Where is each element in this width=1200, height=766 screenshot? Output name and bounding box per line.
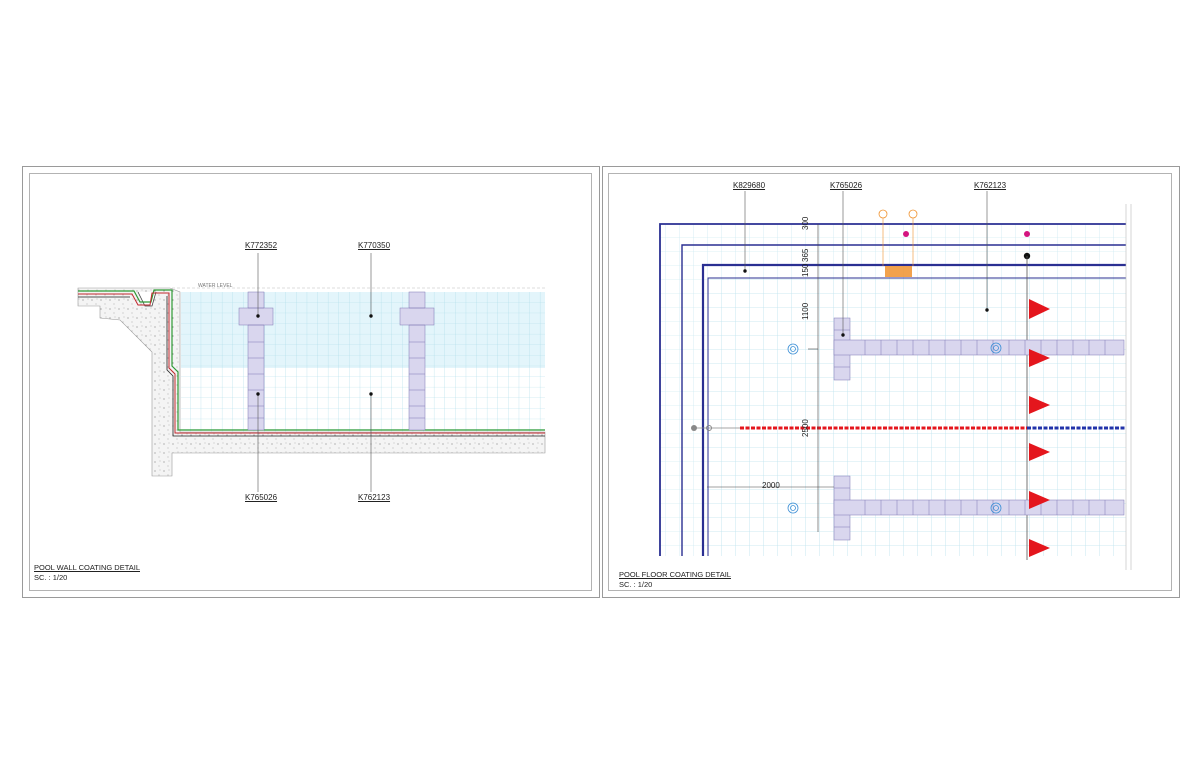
dimension-2000: 2000 [762, 481, 780, 490]
water-level-label: WATER LEVEL [198, 283, 233, 289]
drawing-scale: SC. : 1/20 [619, 580, 653, 589]
coating-red-line [78, 292, 545, 434]
magenta-marker [1024, 231, 1030, 237]
tile-column-right [399, 291, 435, 431]
wall-inlet-icon [908, 209, 918, 219]
dimension-300: 300 [801, 216, 810, 230]
dimension-2500: 2500 [801, 419, 810, 437]
callout-k765026: K765026 [245, 493, 278, 502]
callout-k765026: K765026 [830, 181, 863, 190]
lane-target-upper [833, 317, 1125, 381]
pool-wall-outlines [659, 223, 1126, 556]
dimension-150: 150 [801, 263, 810, 277]
wall-inlet-icon [878, 209, 888, 219]
callout-dot [985, 308, 989, 312]
callout-dot [743, 269, 747, 273]
callout-dot [841, 333, 845, 337]
callout-k762123: K762123 [974, 181, 1007, 190]
left-title-block: POOL WALL COATING DETAIL SC. : 1/20 [34, 563, 140, 583]
flag-markers [1029, 299, 1050, 557]
right-title-block: POOL FLOOR COATING DETAIL SC. : 1/20 [619, 570, 731, 590]
dimension-1100: 1100 [801, 302, 810, 320]
floor-drain-icon [787, 342, 1002, 514]
right-sheet-frame [608, 173, 1172, 591]
callout-k762123: K762123 [358, 493, 391, 502]
drawing-title: POOL FLOOR COATING DETAIL [619, 570, 731, 579]
skimmer-icon [885, 266, 912, 277]
lane-target-lower [833, 475, 1125, 541]
left-sheet-frame [29, 173, 592, 591]
tile-grid-wall [181, 292, 545, 432]
callout-dot [369, 392, 373, 396]
callout-k772352: K772352 [245, 241, 278, 250]
callout-k829680: K829680 [733, 181, 766, 190]
drawing-title: POOL WALL COATING DETAIL [34, 563, 140, 572]
drawing-scale: SC. : 1/20 [34, 573, 68, 582]
callout-dot [369, 314, 373, 318]
dimension-365: 365 [801, 248, 810, 262]
concrete-structure [77, 287, 546, 477]
tile-column-left [238, 291, 274, 431]
lane-anchor-icon [691, 425, 697, 431]
coating-green-line [78, 289, 545, 431]
callout-dot [256, 314, 260, 318]
callout-dot [256, 392, 260, 396]
magenta-marker [903, 231, 909, 237]
callout-k770350: K770350 [358, 241, 391, 250]
